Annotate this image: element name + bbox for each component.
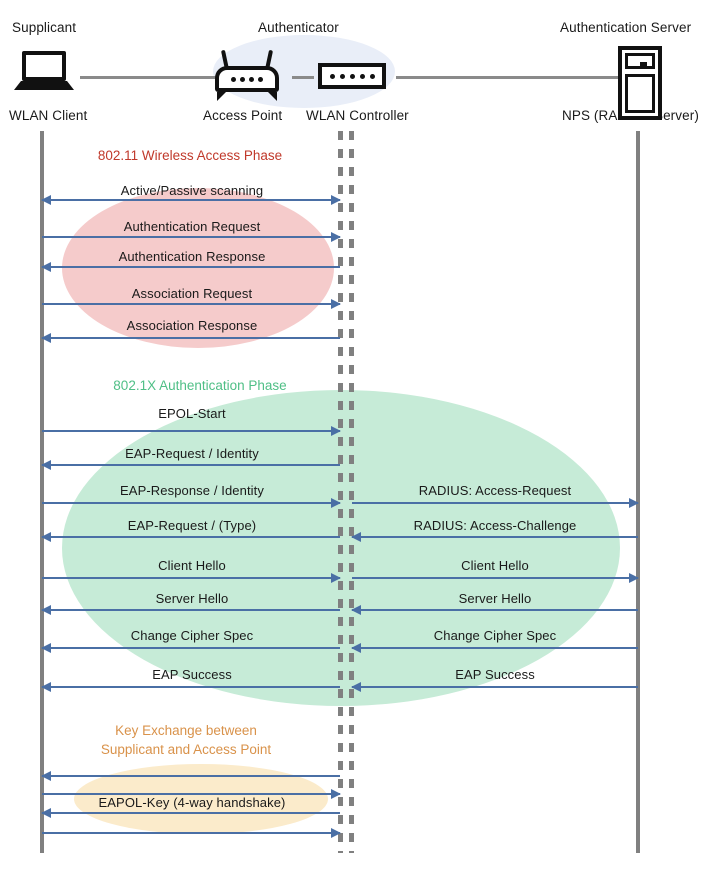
phase-label-key-exchange-line2: Supplicant and Access Point [100,742,272,757]
message-label-left: EAP Success [152,667,232,682]
phase-label-key-exchange-line1: Key Exchange between [115,723,257,738]
message-label-left: Authentication Request [123,219,261,234]
message-arrow-right [352,498,639,508]
message-label-left: EAP-Response / Identity [120,483,264,498]
message-label-right: Change Cipher Spec [433,628,557,643]
phase-label-wireless-access: 802.11 Wireless Access Phase [97,148,283,163]
message-label-left: Association Response [126,318,258,333]
message-arrow-left [41,682,340,692]
message-arrow-right [351,532,638,542]
actor-role-authenticator: Authenticator [258,20,339,35]
message-label-right: Client Hello [461,558,529,573]
message-arrow-left [42,426,341,436]
message-arrow-left [41,771,340,781]
server-icon [618,46,662,120]
message-label-left: Active/Passive scanning [120,183,264,198]
lifeline-supplicant [40,131,44,853]
actor-role-authentication-server: Authentication Server [560,20,692,35]
message-arrow-left [42,789,341,799]
message-label-left: Server Hello [155,591,229,606]
message-label-right: Server Hello [458,591,532,606]
message-label-left: Change Cipher Spec [130,628,254,643]
message-arrow-left [42,299,341,309]
message-arrow-left [41,643,340,653]
message-label-left: EPOL-Start [158,406,226,421]
message-label-right: RADIUS: Access-Challenge [413,518,577,533]
wlan-controller-icon [318,63,386,89]
link-client-to-ap [80,76,216,79]
message-arrow-left [42,573,341,583]
message-arrow-left [42,498,341,508]
message-label-left: EAP-Request / Identity [125,446,259,461]
message-arrow-left [41,195,340,205]
lifeline-authentication-server [636,131,640,853]
message-arrow-left [41,460,340,470]
message-arrow-left [41,262,340,272]
actor-device-wlan-client: WLAN Client [9,108,88,123]
actor-device-access-point: Access Point [203,108,283,123]
message-arrow-left [42,232,341,242]
lifeline-wlan-controller [349,131,354,853]
message-label-left: Client Hello [158,558,226,573]
message-arrow-right [351,643,638,653]
message-arrow-right [351,605,638,615]
message-arrow-right [351,682,638,692]
message-arrow-left [42,828,341,838]
message-arrow-left [41,333,340,343]
message-label-right: RADIUS: Access-Request [418,483,572,498]
link-controller-to-server [396,76,618,79]
phase-blob-wireless-access [62,188,334,348]
lifeline-access-point [338,131,343,853]
message-label-left: Association Request [131,286,253,301]
message-arrow-left [41,605,340,615]
message-label-left: EAP-Request / (Type) [127,518,257,533]
message-label-right: EAP Success [455,667,535,682]
phase-label-authentication: 802.1X Authentication Phase [113,378,287,393]
message-label-left: EAPOL-Key (4-way handshake) [98,795,286,810]
actor-role-supplicant: Supplicant [12,20,77,35]
access-point-icon [215,49,279,101]
message-label-left: Authentication Response [118,249,266,264]
message-arrow-left [41,808,340,818]
message-arrow-right [352,573,639,583]
message-arrow-left [41,532,340,542]
link-ap-to-controller [292,76,314,79]
laptop-icon [14,51,74,90]
actor-device-wlan-controller: WLAN Controller [306,108,409,123]
